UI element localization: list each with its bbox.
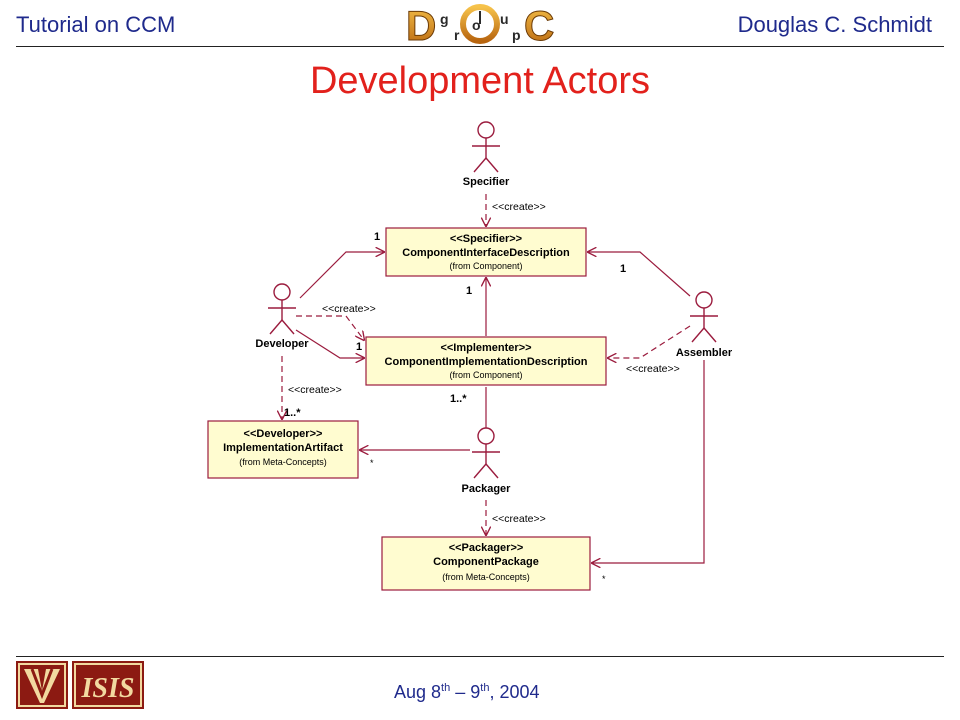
- actor-specifier: Specifier: [463, 121, 510, 188]
- developer-create-cimpl-arrow: [296, 315, 364, 340]
- svg-text:ComponentImplementationDescrip: ComponentImplementationDescription: [385, 356, 588, 368]
- actor-packager: Packager: [462, 427, 512, 495]
- header-divider: [16, 46, 944, 47]
- developer-create-label: <<create>>: [322, 303, 376, 315]
- svg-text:<<Implementer>>: <<Implementer>>: [440, 342, 531, 354]
- mult-package-star: *: [602, 574, 606, 584]
- logo-letter-r: r: [454, 27, 460, 43]
- class-component-implementation-description: <<Implementer>> ComponentImplementationD…: [365, 336, 607, 386]
- svg-text:(from Component): (from Component): [449, 370, 522, 380]
- specifier-create-label: <<create>>: [492, 201, 546, 213]
- svg-text:(from Meta-Concepts): (from Meta-Concepts): [239, 457, 327, 467]
- actor-specifier-label: Specifier: [463, 176, 510, 188]
- mult-asm-cid: 1: [620, 263, 626, 275]
- svg-text:ComponentPackage: ComponentPackage: [433, 556, 539, 568]
- actor-assembler: Assembler: [676, 291, 733, 359]
- svg-text:(from Component): (from Component): [449, 261, 522, 271]
- header-author: Douglas C. Schmidt: [737, 12, 932, 37]
- actor-developer-label: Developer: [255, 338, 309, 350]
- assembler-to-cid-association: [588, 252, 691, 297]
- developer-to-cid-association: [299, 252, 384, 299]
- footer-divider: [16, 656, 944, 657]
- logo-letter-p: p: [512, 27, 521, 43]
- svg-text:<<Specifier>>: <<Specifier>>: [450, 233, 522, 245]
- actor-developer: Developer: [255, 283, 309, 350]
- mult-cimpl-cid: 1: [466, 285, 472, 297]
- svg-text:<<Developer>>: <<Developer>>: [244, 428, 323, 440]
- packager-create-label: <<create>>: [492, 513, 546, 525]
- mult-dev-cid: 1: [374, 231, 380, 243]
- actor-packager-label: Packager: [462, 483, 512, 495]
- assembler-to-package-association: [592, 360, 705, 563]
- logo-letter-u: u: [500, 11, 509, 27]
- svg-text:ComponentInterfaceDescription: ComponentInterfaceDescription: [402, 247, 570, 259]
- svg-text:(from Meta-Concepts): (from Meta-Concepts): [442, 572, 530, 582]
- class-component-interface-description: <<Specifier>> ComponentInterfaceDescript…: [385, 227, 587, 277]
- isis-logo-text: ISIS: [81, 673, 135, 704]
- doc-group-logo: D g r o u p C: [406, 2, 555, 46]
- logo-letter-c: C: [524, 2, 554, 46]
- logo-letter-g: g: [440, 11, 449, 27]
- mult-cimpl-pkg: 1..*: [450, 393, 467, 405]
- header-tutorial-title: Tutorial on CCM: [16, 12, 176, 37]
- slide-title: Development Actors: [309, 60, 651, 102]
- logo-clock-ring: [460, 4, 500, 44]
- isis-logo: ISIS: [72, 661, 144, 709]
- svg-text:ImplementationArtifact: ImplementationArtifact: [223, 442, 343, 454]
- footer-date: Aug 8th – 9th, 2004: [394, 682, 540, 702]
- developer-artifact-create-label: <<create>>: [288, 384, 342, 396]
- vanderbilt-logo: [16, 661, 68, 709]
- mult-dev-cimpl: 1: [356, 341, 362, 353]
- svg-text:<<Packager>>: <<Packager>>: [449, 542, 524, 554]
- mult-dev-artifact: 1..*: [284, 407, 301, 419]
- assembler-create-cimpl-arrow: [608, 325, 691, 358]
- mult-artifact-star: *: [370, 458, 374, 468]
- logo-letter-d: D: [406, 2, 436, 46]
- developer-to-cimpl-association: [295, 329, 364, 358]
- logo-letter-o: o: [472, 17, 481, 33]
- class-component-package: <<Packager>> ComponentPackage (from Meta…: [381, 536, 591, 591]
- class-implementation-artifact: <<Developer>> ImplementationArtifact (fr…: [207, 420, 359, 479]
- assembler-create-label: <<create>>: [626, 363, 680, 375]
- actor-assembler-label: Assembler: [676, 347, 733, 359]
